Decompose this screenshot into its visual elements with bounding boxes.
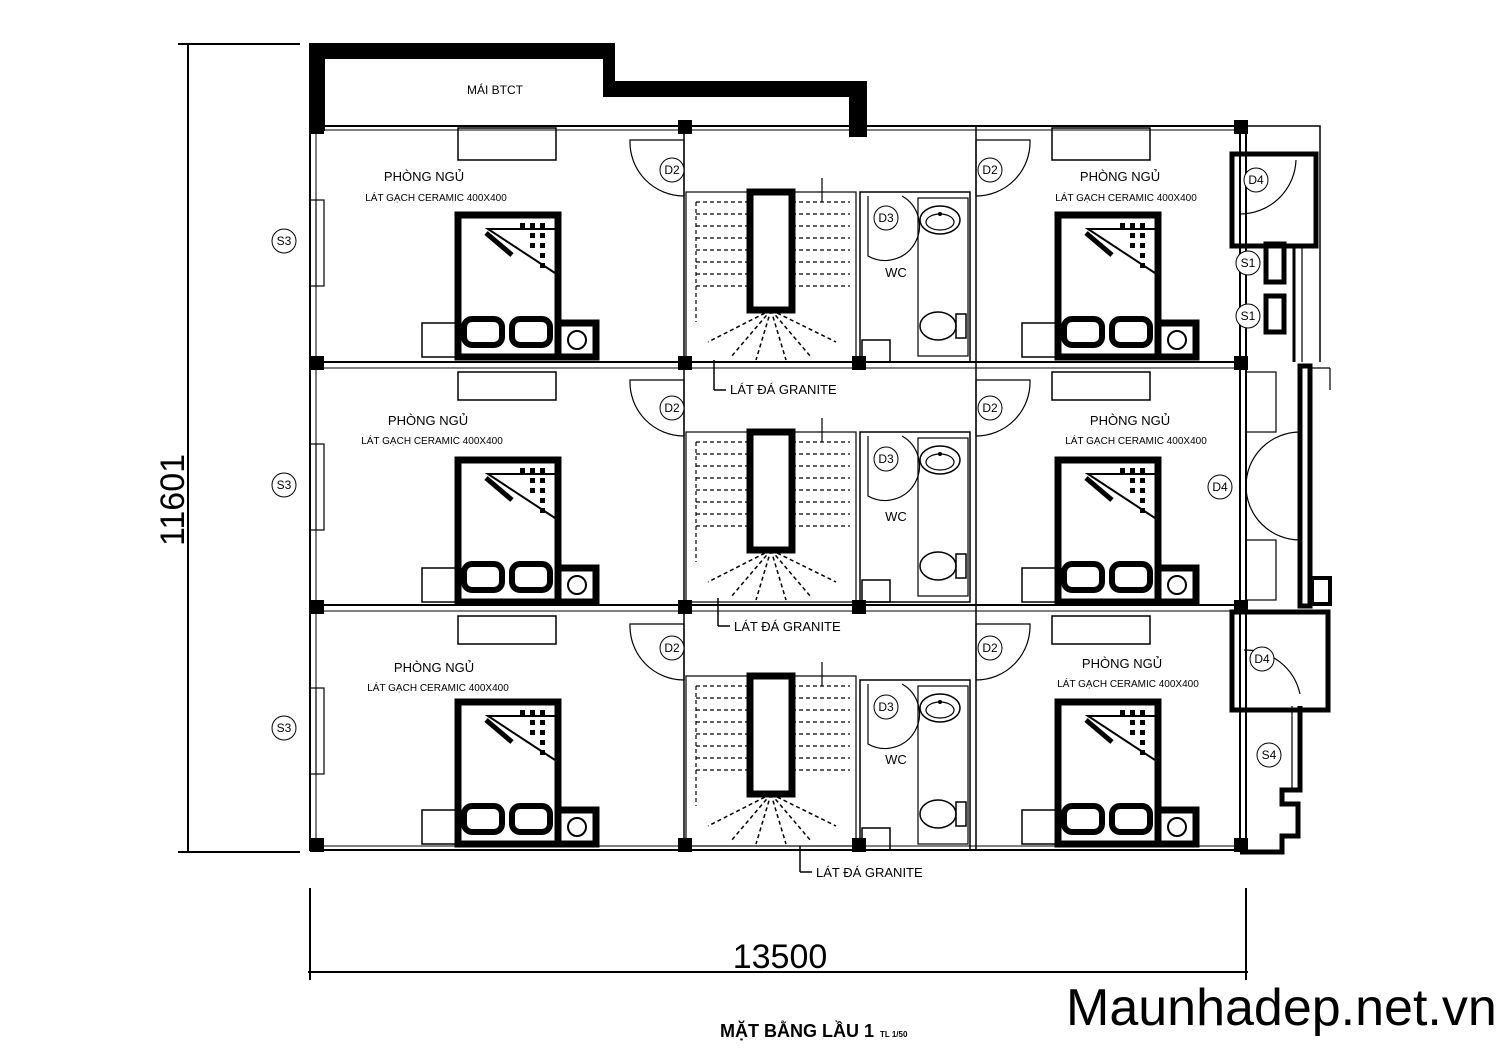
height-dimension (178, 43, 300, 853)
structural-columns (310, 120, 1248, 852)
floor-finish-mid-left: LÁT GẠCH CERAMIC 400X400 (361, 434, 503, 447)
stair-finish-bottom: LÁT ĐÁ GRANITE (816, 865, 923, 880)
tag-s1: S1 (1241, 256, 1256, 270)
wardrobes (457, 127, 1151, 645)
floor-finish-top-right: LÁT GẠCH CERAMIC 400X400 (1055, 191, 1197, 204)
tag-d3: D3 (878, 211, 894, 225)
tag-d2: D2 (664, 641, 680, 655)
drawing-scale: TL 1/50 (880, 1030, 908, 1039)
wc-label-bottom: WC (885, 752, 907, 767)
wc-label-mid: WC (885, 509, 907, 524)
height-dimension-label: 11601 (154, 454, 192, 546)
tag-d3: D3 (878, 700, 894, 714)
width-dimension-label: 13500 (733, 938, 828, 976)
left-windows (309, 199, 325, 775)
wc-label-top: WC (885, 265, 907, 280)
tag-markers (271, 157, 1282, 768)
floor-finish-bottom-right: LÁT GẠCH CERAMIC 400X400 (1057, 677, 1199, 690)
floor-finish-top-left: LÁT GẠCH CERAMIC 400X400 (365, 191, 507, 204)
width-dimension (308, 888, 1248, 980)
tag-d2: D2 (982, 163, 998, 177)
stairs (686, 178, 856, 846)
stair-finish-top: LÁT ĐÁ GRANITE (730, 382, 837, 397)
tag-s4: S4 (1262, 748, 1277, 762)
drawing-title-text: MẶT BẰNG LẦU 1 (720, 1021, 874, 1041)
tag-s3: S3 (277, 478, 292, 492)
roof-label: MÁI BTCT (467, 82, 524, 97)
room-name-bottom-left: PHÒNG NGỦ (394, 660, 474, 675)
tag-labels: S3 S3 S3 D2 D2 D2 D2 D2 D2 D3 D3 D3 D4 D… (277, 163, 1277, 762)
tag-s3: S3 (277, 234, 292, 248)
tag-d4: D4 (1254, 652, 1270, 666)
floor-finish-mid-right: LÁT GẠCH CERAMIC 400X400 (1065, 434, 1207, 447)
tag-s3: S3 (277, 721, 292, 735)
watermark: Maunhadep.net.vn (1066, 979, 1497, 1037)
tag-d3: D3 (878, 452, 894, 466)
tag-d2: D2 (982, 401, 998, 415)
floor-finish-bottom-left: LÁT GẠCH CERAMIC 400X400 (367, 681, 509, 694)
right-balcony-detail (1229, 125, 1332, 855)
drawing-title: MẶT BẰNG LẦU 1 TL 1/50 (720, 1021, 907, 1042)
room-name-mid-left: PHÒNG NGỦ (388, 413, 468, 428)
tag-d2: D2 (664, 163, 680, 177)
tag-d4: D4 (1248, 173, 1264, 187)
tag-s1: S1 (1241, 309, 1256, 323)
room-name-top-left: PHÒNG NGỦ (384, 169, 464, 184)
room-name-mid-right: PHÒNG NGỦ (1090, 413, 1170, 428)
stair-finish-mid: LÁT ĐÁ GRANITE (734, 619, 841, 634)
corridor-doors (629, 139, 1031, 681)
tag-d2: D2 (982, 641, 998, 655)
tag-d2: D2 (664, 401, 680, 415)
room-name-bottom-right: PHÒNG NGỦ (1082, 656, 1162, 671)
room-labels: PHÒNG NGỦ LÁT GẠCH CERAMIC 400X400 PHÒNG… (361, 169, 1207, 880)
tag-d4: D4 (1212, 480, 1228, 494)
bed-furniture (422, 215, 1196, 844)
room-name-top-right: PHÒNG NGỦ (1080, 169, 1160, 184)
roof-slab-outline (309, 43, 867, 137)
wc-rooms (859, 191, 971, 851)
stair-leaders (713, 360, 812, 873)
